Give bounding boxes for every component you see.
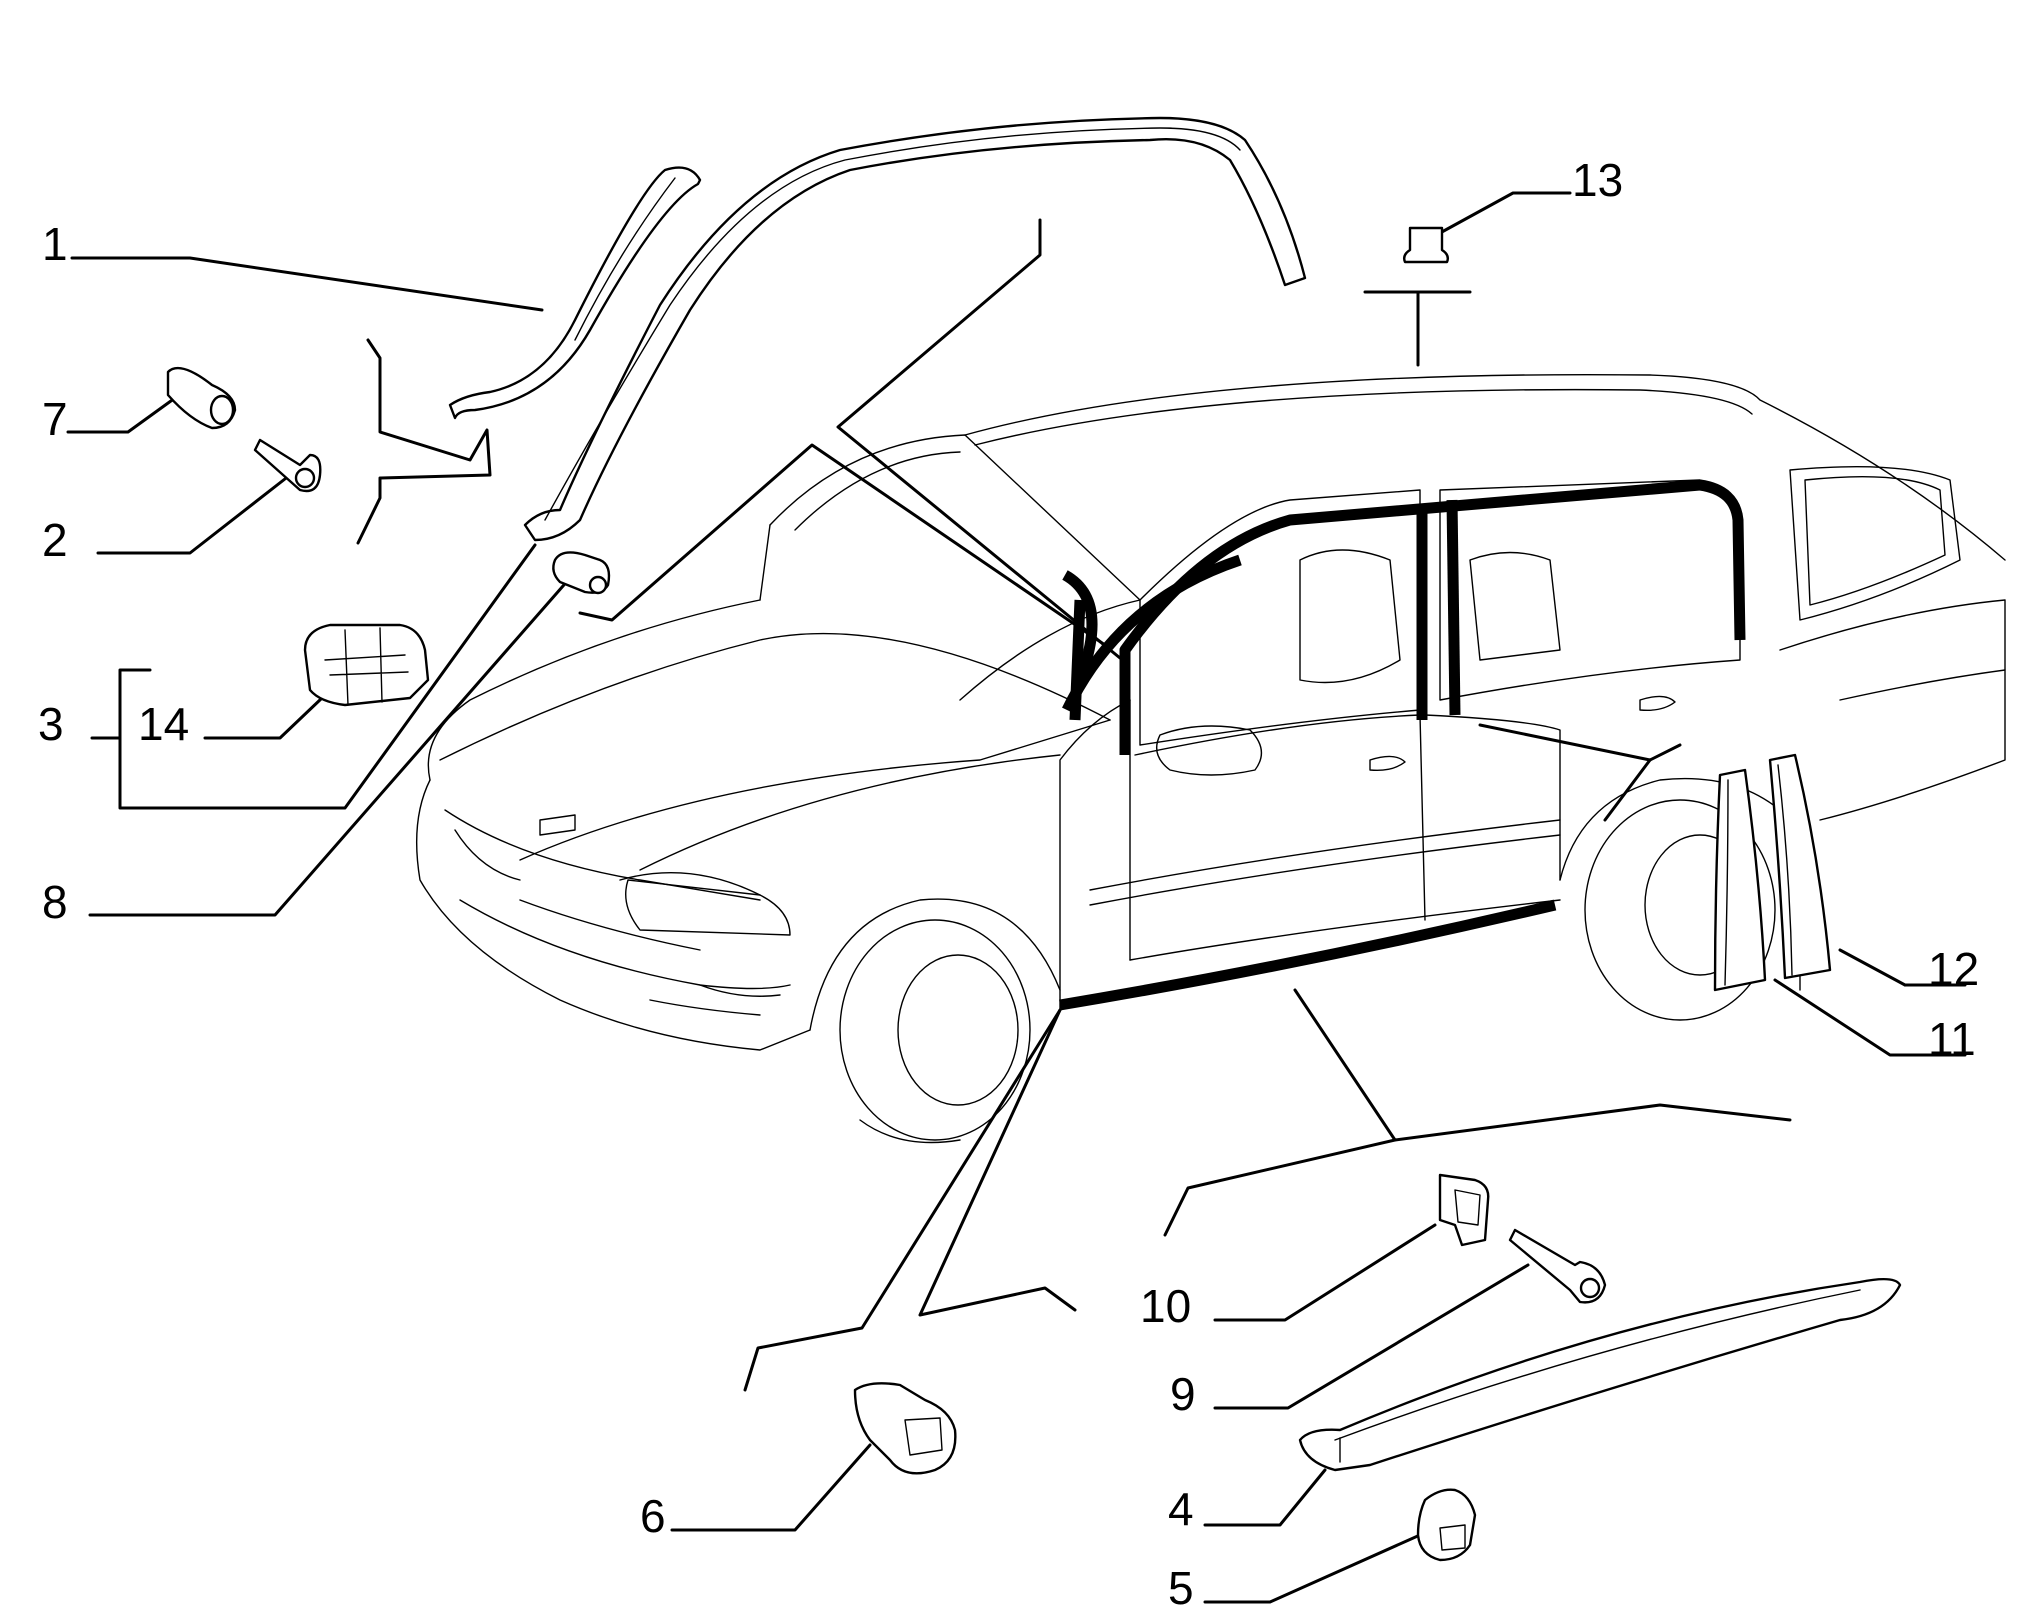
label-8: 8 [42, 876, 68, 928]
label-14: 14 [138, 698, 189, 750]
part-screw-9 [1508, 1228, 1607, 1304]
part-clip-5 [1416, 1488, 1477, 1562]
part-screw-8 [552, 551, 611, 595]
label-13: 13 [1572, 154, 1623, 206]
part-windshield-seal [448, 166, 702, 420]
label-10: 10 [1140, 1280, 1191, 1332]
part-clip-10 [1438, 1173, 1490, 1247]
label-12: 12 [1928, 943, 1979, 995]
part-rear-pillar-seal-right [1768, 753, 1832, 980]
callout-labels: 1 7 2 3 14 8 13 12 11 10 9 4 5 6 [38, 154, 1979, 1610]
label-4: 4 [1168, 1483, 1194, 1535]
part-screw-2 [253, 438, 322, 493]
label-11: 11 [1928, 1013, 1976, 1065]
leader-lines [66, 191, 1967, 1604]
part-sill-moulding [1298, 1277, 1902, 1472]
label-3: 3 [38, 698, 64, 750]
label-9: 9 [1170, 1368, 1196, 1420]
label-6: 6 [640, 1490, 666, 1542]
part-roof-seal [523, 116, 1307, 542]
car-outline [415, 373, 2006, 1144]
part-clip-6 [853, 1382, 957, 1475]
part-clip-7 [166, 367, 237, 430]
part-rear-pillar-seal-left [1713, 768, 1767, 992]
label-1: 1 [42, 218, 68, 270]
label-7: 7 [42, 393, 68, 445]
label-5: 5 [1168, 1562, 1194, 1610]
door-seals [1059, 479, 1746, 1011]
part-clip-13 [1402, 226, 1450, 264]
part-bracket-14 [303, 623, 430, 707]
label-2: 2 [42, 514, 68, 566]
